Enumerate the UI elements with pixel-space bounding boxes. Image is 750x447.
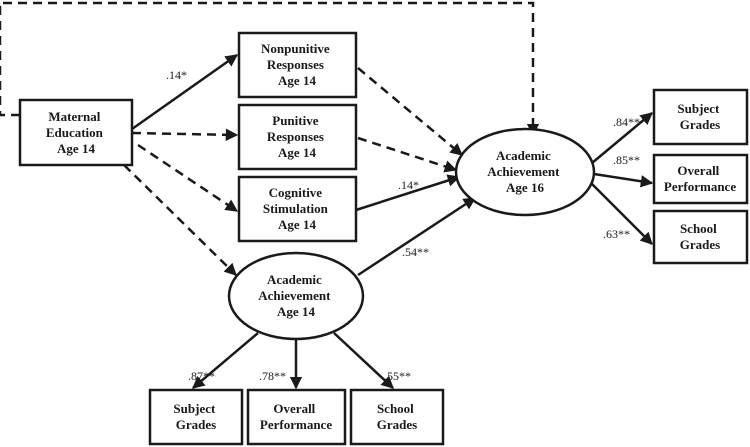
cognitive-label: Cognitive Stimulation Age 14 bbox=[263, 185, 331, 232]
achievement-14-ellipse bbox=[227, 251, 365, 341]
subject-grades-14-box bbox=[148, 388, 244, 446]
overall-performance-16-box bbox=[652, 153, 749, 205]
coef-maternal-education-nonpunitive: .14* bbox=[166, 68, 187, 82]
subject-grades-16-label: Subject Grades bbox=[677, 101, 722, 132]
path-maternal-education-to-achievement-14 bbox=[123, 164, 237, 276]
achievement-16-ellipse bbox=[454, 127, 596, 217]
path-achievement-16-to-subject-grades bbox=[591, 112, 653, 164]
path-maternal-education-to-achievement-16 bbox=[0, 1, 540, 137]
path-achievement-16-to-school-grades bbox=[589, 181, 653, 245]
coef-achievement-14-school-grades: .55** bbox=[384, 369, 411, 383]
coef-achievement-14-overall-performance: .78** bbox=[259, 369, 286, 383]
achievement-14-label: Academic Achievement Age 14 bbox=[258, 272, 333, 319]
maternal-education-box bbox=[18, 98, 134, 167]
coef-cognitive-achievement-16: .14* bbox=[398, 178, 419, 192]
subject-grades-14-label: Subject Grades bbox=[173, 401, 218, 432]
path-punitive-to-achievement-16 bbox=[357, 136, 458, 173]
school-grades-14-box bbox=[349, 388, 445, 446]
punitive-label: Punitive Responses Age 14 bbox=[267, 113, 327, 160]
path-achievement-14-to-school-grades bbox=[333, 332, 394, 389]
coef-achievement-14-achievement-16: .54** bbox=[402, 245, 429, 259]
coef-achievement-16-school-grades: .63** bbox=[603, 227, 630, 241]
cognitive-box bbox=[237, 175, 358, 243]
path-achievement-14-to-subject-grades bbox=[192, 332, 259, 389]
nonpunitive-label: Nonpunitive Responses Age 14 bbox=[261, 41, 333, 88]
school-grades-14-label: School Grades bbox=[377, 401, 417, 432]
nonpunitive-box bbox=[237, 31, 358, 99]
punitive-box bbox=[237, 103, 358, 171]
path-maternal-education-to-cognitive bbox=[137, 143, 239, 213]
path-maternal-education-to-nonpunitive bbox=[131, 53, 239, 131]
overall-performance-16-label: Overall Performance bbox=[664, 163, 736, 194]
school-grades-16-label: School Grades bbox=[680, 221, 720, 252]
path-nonpunitive-to-achievement-16 bbox=[357, 67, 463, 156]
subject-grades-16-box bbox=[652, 88, 749, 146]
path-cognitive-to-achievement-16 bbox=[355, 174, 461, 212]
coef-achievement-16-overall-performance: .85** bbox=[613, 153, 640, 167]
maternal-education-label: Maternal Education Age 14 bbox=[46, 109, 106, 156]
path-maternal-education-to-punitive bbox=[131, 128, 239, 142]
path-achievement-14-to-achievement-16 bbox=[357, 196, 477, 277]
school-grades-16-box bbox=[652, 209, 749, 265]
coef-achievement-14-subject-grades: .87** bbox=[188, 369, 215, 383]
overall-performance-14-box bbox=[246, 388, 347, 446]
path-achievement-16-to-overall-performance bbox=[593, 172, 654, 188]
coef-achievement-16-subject-grades: .84** bbox=[613, 115, 640, 129]
achievement-16-label: Academic Achievement Age 16 bbox=[487, 148, 562, 195]
overall-performance-14-label: Overall Performance bbox=[260, 401, 332, 432]
